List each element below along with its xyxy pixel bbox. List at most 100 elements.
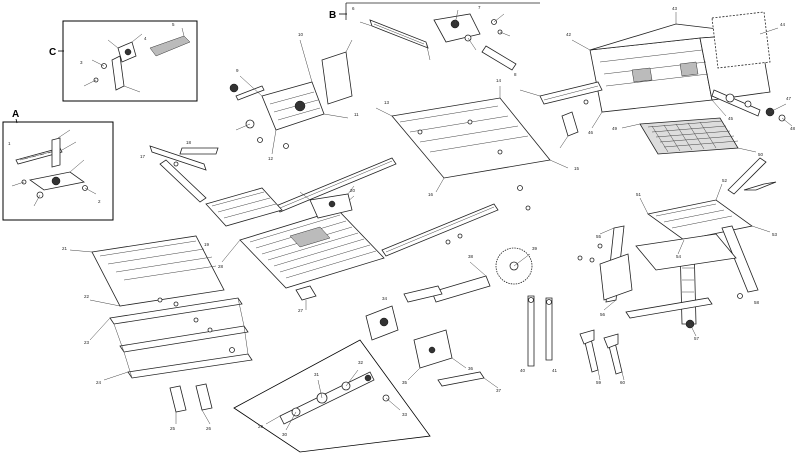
part-label: 6 xyxy=(352,6,355,11)
table-top xyxy=(205,187,385,310)
part-label: 37 xyxy=(496,388,502,393)
part-label: 35 xyxy=(402,380,408,385)
front-rail xyxy=(381,203,499,257)
stand-leg-2 xyxy=(159,159,207,203)
part-label: 51 xyxy=(636,192,642,197)
detail-a-bracket xyxy=(51,137,61,168)
motor-detail-frame xyxy=(233,339,431,453)
table-extension xyxy=(205,187,283,227)
part-label: 11 xyxy=(354,112,359,117)
detail-c-blade-guard xyxy=(149,35,191,57)
stand-left xyxy=(149,145,219,203)
part-label: 41 xyxy=(552,368,558,373)
detail-a: A xyxy=(2,109,114,221)
part-label: 4 xyxy=(144,36,147,41)
part-label: 21 xyxy=(62,246,68,251)
part-label: 58 xyxy=(754,300,760,305)
part-label: 18 xyxy=(186,140,192,145)
part-label: 33 xyxy=(402,412,408,417)
folding-stand-top xyxy=(647,199,753,241)
part-label: 60 xyxy=(620,380,626,385)
part-label: 1 xyxy=(8,141,11,146)
bevel-gear xyxy=(437,371,485,387)
callout-a: A xyxy=(12,109,19,120)
part-label: 40 xyxy=(520,368,526,373)
part-label: 54 xyxy=(676,254,682,259)
part-label: 30 xyxy=(282,432,288,437)
part-label: 45 xyxy=(728,116,734,121)
part-labels: 1 2 3 4 5 6 7 8 9 10 11 12 13 14 15 16 1… xyxy=(8,5,796,437)
throat-plate xyxy=(289,226,331,248)
part-label: 9 xyxy=(236,68,239,73)
part-label: 34 xyxy=(382,296,388,301)
part-label: 26 xyxy=(206,426,212,431)
trunnion-assembly xyxy=(229,39,353,155)
table-surface xyxy=(239,209,385,289)
part-label: 22 xyxy=(84,294,90,299)
part-label: 19 xyxy=(204,242,210,247)
part-label: 56 xyxy=(600,312,606,317)
part-label: 46 xyxy=(588,130,594,135)
folding-stand-bracket xyxy=(599,253,633,301)
part-label: 48 xyxy=(790,126,796,131)
part-label: 16 xyxy=(428,192,434,197)
arbor-bracket xyxy=(431,275,491,303)
handle-bar xyxy=(519,81,603,149)
part-label: 43 xyxy=(672,6,678,11)
part-label: 53 xyxy=(772,232,778,237)
part-label: 44 xyxy=(780,22,786,27)
detail-a-frame xyxy=(2,121,114,221)
part-label: 14 xyxy=(496,78,502,83)
base-tray-rail-3 xyxy=(127,353,253,379)
detail-a-knob xyxy=(51,176,61,186)
base-tray-top xyxy=(91,235,225,307)
detail-b-lock xyxy=(433,13,481,43)
detail-c: C xyxy=(49,20,198,102)
stand-leg-3 xyxy=(179,147,219,155)
trunnion-plate xyxy=(321,51,353,105)
height-screw xyxy=(527,295,535,367)
part-label: 36 xyxy=(468,366,474,371)
trunnion-knob xyxy=(229,83,239,93)
part-label: 52 xyxy=(722,178,728,183)
stand-leg-1 xyxy=(149,145,207,171)
folding-stand-leg-4 xyxy=(743,181,777,191)
dust-housing-cover xyxy=(711,11,771,69)
part-label: 42 xyxy=(566,32,572,37)
part-label: 47 xyxy=(786,96,792,101)
filter-grid xyxy=(621,117,757,155)
part-label: 10 xyxy=(298,32,304,37)
detail-b-handle xyxy=(481,45,517,71)
part-label: 28 xyxy=(218,264,224,269)
base-tray-rail-2 xyxy=(119,325,249,353)
folding-stand-leg-2 xyxy=(721,225,759,293)
miter-gauge xyxy=(403,285,443,303)
part-label: 27 xyxy=(298,308,304,313)
wrenches xyxy=(579,329,625,381)
part-label: 23 xyxy=(84,340,90,345)
filter-panel xyxy=(639,117,739,155)
folding-stand xyxy=(577,157,777,337)
base-tray-foot xyxy=(169,385,187,413)
dust-housing xyxy=(571,11,779,129)
part-label: 32 xyxy=(358,360,364,365)
part-label: 24 xyxy=(96,380,102,385)
fence-rails xyxy=(275,157,499,257)
part-label: 13 xyxy=(384,100,390,105)
part-label: 31 xyxy=(314,372,320,377)
part-label: 59 xyxy=(596,380,602,385)
detail-c-frame xyxy=(62,20,198,102)
part-label: 12 xyxy=(268,156,274,161)
folding-stand-base xyxy=(635,233,737,271)
right-shaft xyxy=(711,89,793,127)
part-label: 39 xyxy=(532,246,538,251)
base-tray-rail-1 xyxy=(109,297,243,325)
part-label: 8 xyxy=(514,72,517,77)
callout-a-pointer xyxy=(15,118,18,124)
insert-plate xyxy=(295,285,317,301)
part-label: 49 xyxy=(612,126,618,131)
part-label: 2 xyxy=(98,199,101,204)
upper-frame-rail xyxy=(391,97,551,179)
